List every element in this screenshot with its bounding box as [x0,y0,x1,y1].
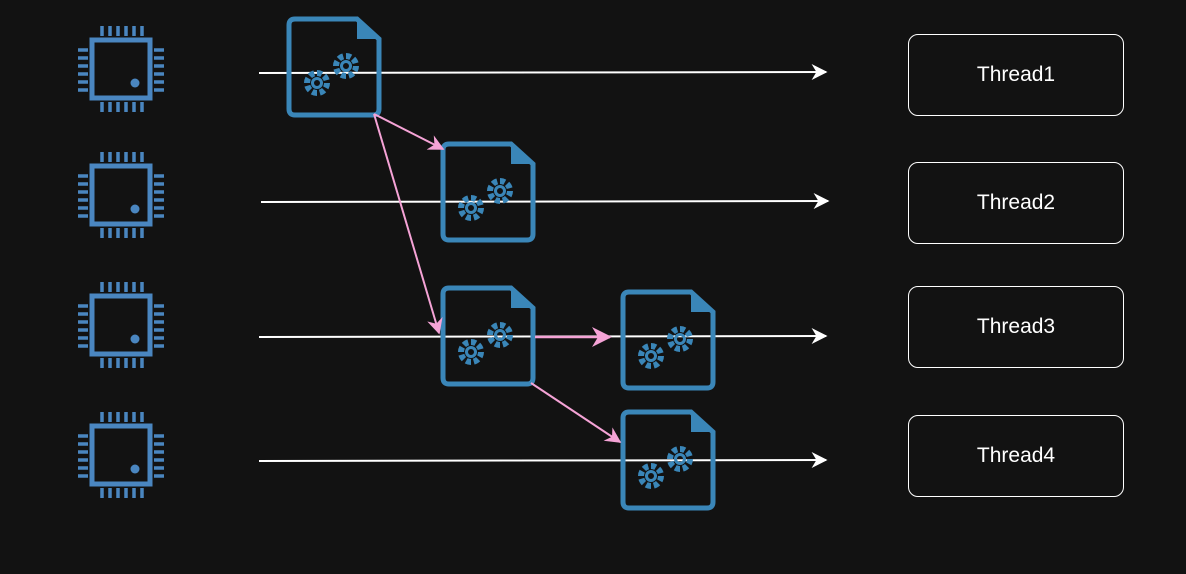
timeline-arrow [258,452,828,469]
task-file-gears-icon [440,141,536,243]
cpu-chip-icon [78,152,164,238]
cpu-chip-icon [78,412,164,498]
task-file-gears-icon [286,16,382,118]
thread-label: Thread2 [976,191,1056,214]
thread-label: Thread1 [976,63,1056,86]
thread-box: Thread3 [908,286,1124,368]
spawn-arrow [373,113,443,335]
task-file-gears-icon [620,289,716,391]
spawn-arrow [373,113,445,150]
thread-box: Thread2 [908,162,1124,244]
spawn-arrow [530,382,622,443]
thread-label: Thread3 [976,315,1056,338]
task-file-gears-icon [620,409,716,511]
thread-label: Thread4 [976,444,1056,467]
timeline-arrow [258,64,828,81]
timeline-arrow [260,193,830,210]
cpu-chip-icon [78,26,164,112]
task-file-gears-icon [440,285,536,387]
cpu-chip-icon [78,282,164,368]
thread-box: Thread1 [908,34,1124,116]
thread-box: Thread4 [908,415,1124,497]
